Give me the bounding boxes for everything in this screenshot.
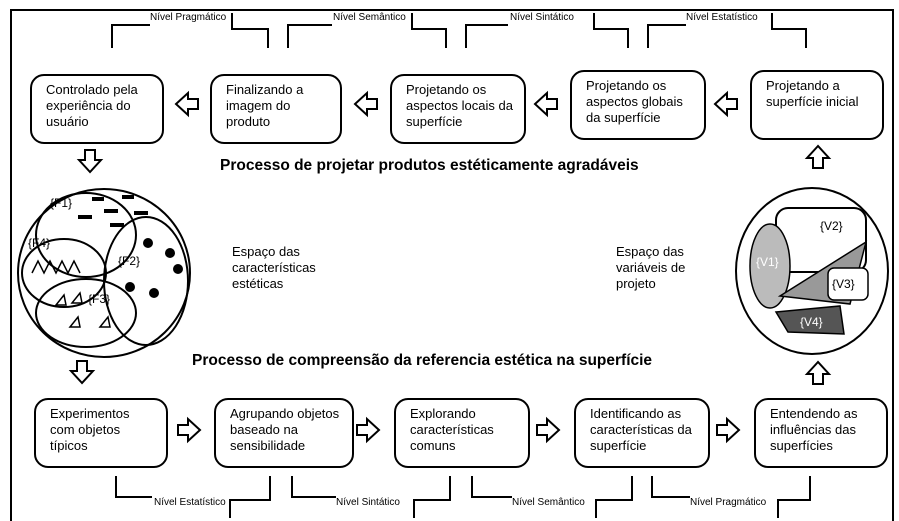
bottom-bracket-1 — [115, 476, 152, 498]
bottom-bracket-4 — [651, 476, 690, 498]
f1-label: {F1} — [50, 196, 72, 210]
arrow-right-4 — [716, 416, 741, 444]
arrow-left-3 — [533, 90, 558, 118]
arrow-right-1 — [177, 416, 202, 444]
bottom-box-understanding: Entendendo as influências das superfície… — [754, 398, 888, 468]
design-variable-space-label: Espaço das variáveis de projeto — [616, 244, 686, 291]
top-level-label-4: Nível Estatístico — [686, 12, 758, 23]
arrow-left-4 — [713, 90, 738, 118]
v4-label: {V4} — [800, 315, 823, 329]
right-frame-line — [892, 9, 894, 521]
title-design-process: Processo de projetar produtos estéticame… — [220, 157, 639, 174]
arrow-up-right-bottom — [804, 360, 832, 385]
arrow-up-right-top — [804, 144, 832, 169]
aesthetic-space-diagram: {F1} {F4} {F2} {F3} — [17, 188, 191, 358]
v2-label: {V2} — [820, 219, 843, 233]
top-bracket-2-right — [411, 13, 447, 48]
bottom-level-label-2: Nível Sintático — [336, 497, 400, 508]
top-frame-line — [10, 9, 894, 11]
bottom-box-identifying: Identificando as características da supe… — [574, 398, 710, 468]
top-bracket-3-right — [593, 13, 629, 48]
aesthetic-space-label: Espaço das características estéticas — [232, 244, 316, 291]
bottom-level-label-3: Nível Semântico — [512, 497, 585, 508]
top-box-global-aspects: Projetando os aspectos globais da superf… — [570, 70, 706, 140]
bottom-bracket-2-right — [413, 476, 451, 518]
f2-label: {F2} — [118, 254, 140, 268]
top-level-label-3: Nível Sintático — [510, 12, 574, 23]
bottom-bracket-3 — [471, 476, 512, 498]
bottom-bracket-2 — [291, 476, 336, 498]
left-frame-line — [10, 9, 12, 521]
arrow-right-2 — [356, 416, 381, 444]
top-bracket-4-right — [771, 13, 807, 48]
top-bracket-1 — [111, 24, 150, 48]
top-bracket-3 — [465, 24, 508, 48]
top-box-final-image: Finalizando a imagem do produto — [210, 74, 342, 144]
top-box-initial-surface: Projetando a superfície inicial — [750, 70, 884, 140]
top-level-label-2: Nível Semântico — [333, 12, 406, 23]
top-box-local-aspects: Projetando os aspectos locais da superfí… — [390, 74, 526, 144]
bottom-box-grouping: Agrupando objetos baseado na sensibilida… — [214, 398, 354, 468]
top-bracket-2 — [287, 24, 332, 48]
arrow-left-2 — [353, 90, 378, 118]
arrow-down-left-bottom — [68, 360, 96, 385]
v3-label: {V3} — [832, 277, 855, 291]
arrow-right-3 — [536, 416, 561, 444]
bottom-level-label-4: Nível Pragmático — [690, 497, 767, 508]
top-level-label-1: Nível Pragmático — [150, 12, 227, 23]
arrow-left-1 — [174, 90, 199, 118]
title-comprehension-process: Processo de compreensão da referencia es… — [192, 352, 653, 369]
v1-label: {V1} — [756, 255, 779, 269]
f4-label: {F4} — [28, 236, 50, 250]
bottom-box-experiments: Experimentos com objetos típicos — [34, 398, 168, 468]
f3-label: {F3} — [88, 292, 110, 306]
top-bracket-1-right — [231, 13, 269, 48]
bottom-box-exploring: Explorando características comuns — [394, 398, 530, 468]
bottom-bracket-3-right — [595, 476, 633, 518]
bottom-level-label-1: Nível Estatístico — [154, 497, 226, 508]
arrow-down-left-top — [76, 149, 104, 174]
top-box-user-experience: Controlado pela experiência do usuário — [30, 74, 164, 144]
bottom-bracket-1-right — [229, 476, 271, 518]
top-bracket-4 — [647, 24, 686, 48]
design-variable-space-diagram: {V2} {V1} {V3} {V4} — [735, 187, 889, 355]
bottom-bracket-4-right — [777, 476, 811, 518]
